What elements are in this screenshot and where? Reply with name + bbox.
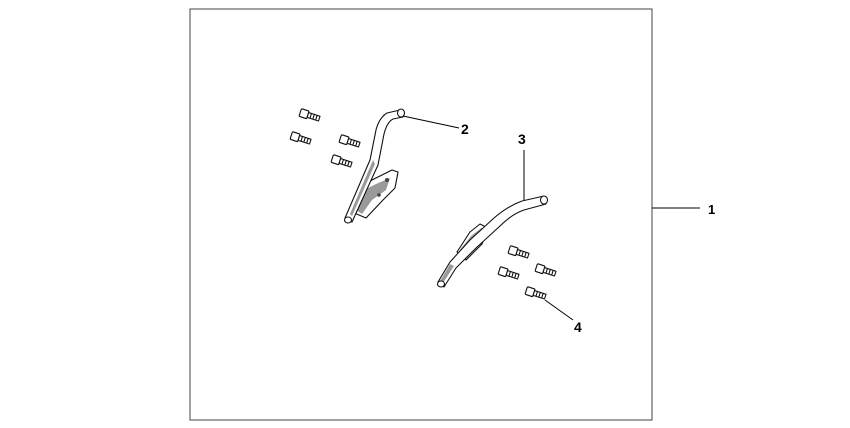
- bolt-right-1: [507, 245, 530, 259]
- callout-1: 1: [708, 202, 715, 217]
- grab-rail-right: [436, 195, 549, 288]
- callout-2: 2: [461, 121, 469, 137]
- callout-4: 4: [574, 319, 582, 335]
- bolt-right-2: [534, 263, 557, 277]
- diagram-frame: [189, 8, 653, 421]
- bolt-left-2: [289, 131, 312, 145]
- bolt-left-3: [338, 134, 361, 148]
- grab-rail-left: [343, 108, 406, 224]
- bolt-right-3: [497, 266, 520, 280]
- bolt-right-4: [524, 286, 547, 300]
- leader-line-2: [402, 115, 460, 129]
- bolt-left-1: [298, 108, 321, 122]
- leader-line-4: [544, 299, 574, 321]
- callout-3: 3: [518, 131, 526, 147]
- bolt-left-4: [330, 154, 353, 168]
